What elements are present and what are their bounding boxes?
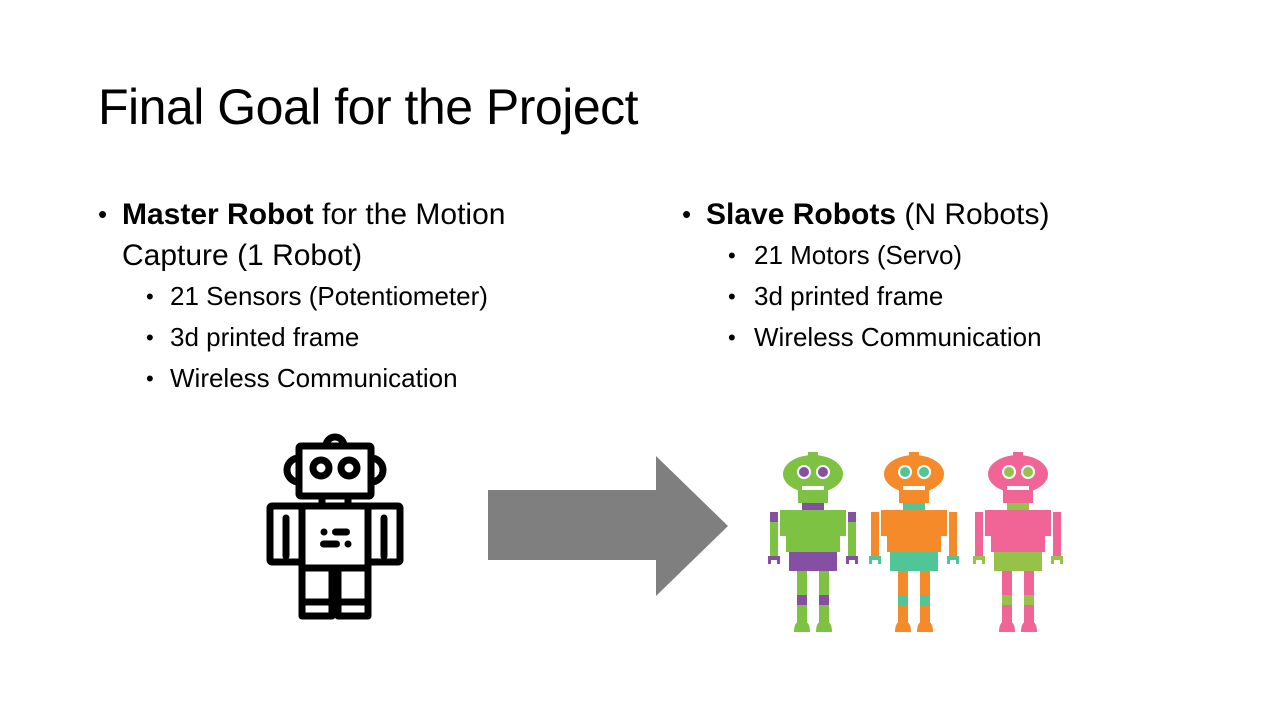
- bullet-icon: •: [98, 199, 108, 229]
- slave-robots-heading: • Slave Robots (N Robots): [680, 194, 1140, 235]
- orange-robot-icon: [869, 452, 959, 632]
- bullet-icon: •: [146, 284, 154, 309]
- bullet-icon: •: [146, 366, 154, 391]
- master-item: • 3d printed frame: [96, 317, 596, 358]
- pink-robot-icon: [973, 452, 1063, 632]
- master-item-text: Wireless Communication: [170, 363, 458, 393]
- master-robot-heading-rest: for the Motion Capture (1 Robot): [122, 198, 506, 272]
- slave-item-text: 3d printed frame: [754, 281, 944, 311]
- master-item: • Wireless Communication: [96, 358, 596, 399]
- bullet-icon: •: [728, 243, 736, 268]
- bullet-icon: •: [146, 325, 154, 350]
- slave-item: • 21 Motors (Servo): [680, 235, 1140, 276]
- master-item-text: 3d printed frame: [170, 322, 360, 352]
- slave-item-text: Wireless Communication: [754, 322, 1042, 352]
- bullet-icon: •: [728, 325, 736, 350]
- master-robot-heading: • Master Robot for the Motion Capture (1…: [96, 194, 596, 276]
- slave-robots-column: • Slave Robots (N Robots) • 21 Motors (S…: [680, 194, 1140, 358]
- slave-robots-heading-bold: Slave Robots: [706, 198, 897, 231]
- right-arrow-shape: [488, 456, 728, 596]
- bullet-icon: •: [728, 284, 736, 309]
- master-item: • 21 Sensors (Potentiometer): [96, 276, 596, 317]
- slide-title: Final Goal for the Project: [98, 79, 639, 135]
- slave-item-text: 21 Motors (Servo): [754, 240, 963, 270]
- green-robot-icon: [768, 452, 858, 632]
- master-robot-column: • Master Robot for the Motion Capture (1…: [96, 194, 596, 399]
- master-robot-heading-bold: Master Robot: [122, 198, 314, 231]
- slave-item: • Wireless Communication: [680, 317, 1140, 358]
- outline-robot-icon: [266, 433, 404, 620]
- bullet-icon: •: [682, 199, 692, 229]
- master-item-text: 21 Sensors (Potentiometer): [170, 281, 488, 311]
- slave-robots-heading-rest: (N Robots): [896, 198, 1050, 231]
- slave-item: • 3d printed frame: [680, 276, 1140, 317]
